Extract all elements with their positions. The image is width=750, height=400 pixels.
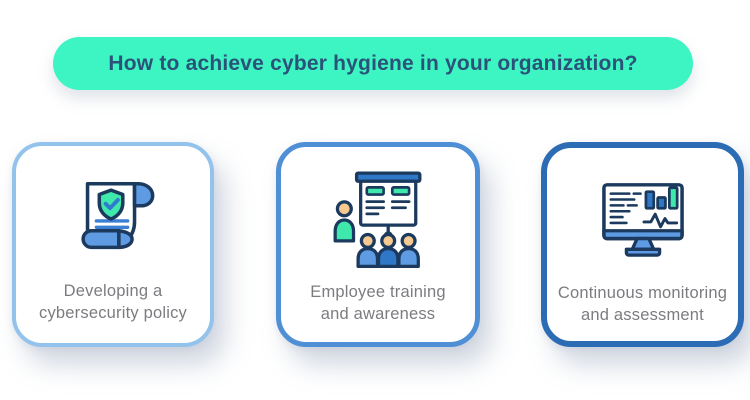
- card-label-line2: cybersecurity policy: [39, 304, 187, 323]
- card-label-line2: and assessment: [581, 306, 704, 325]
- monitoring-dashboard-icon: [596, 164, 690, 276]
- card-employee-training: Employee training and awareness: [276, 142, 480, 347]
- page-title: How to achieve cyber hygiene in your org…: [108, 51, 638, 75]
- card-label-line1: Continuous monitoring: [557, 284, 728, 302]
- card-label: Continuous monitoring and assessment: [558, 282, 727, 326]
- card-label-line1: Developing a: [63, 282, 163, 300]
- card-continuous-monitoring: Continuous monitoring and assessment: [541, 142, 744, 347]
- card-label-line1: Employee training: [310, 283, 446, 301]
- header-banner: How to achieve cyber hygiene in your org…: [53, 37, 693, 90]
- policy-scroll-icon: [66, 162, 160, 274]
- training-presentation-icon: [331, 163, 425, 275]
- card-cybersecurity-policy: Developing a cybersecurity policy: [12, 142, 214, 347]
- card-label: Developing a cybersecurity policy: [39, 280, 187, 324]
- card-label: Employee training and awareness: [310, 281, 445, 325]
- card-label-line2: and awareness: [320, 305, 436, 324]
